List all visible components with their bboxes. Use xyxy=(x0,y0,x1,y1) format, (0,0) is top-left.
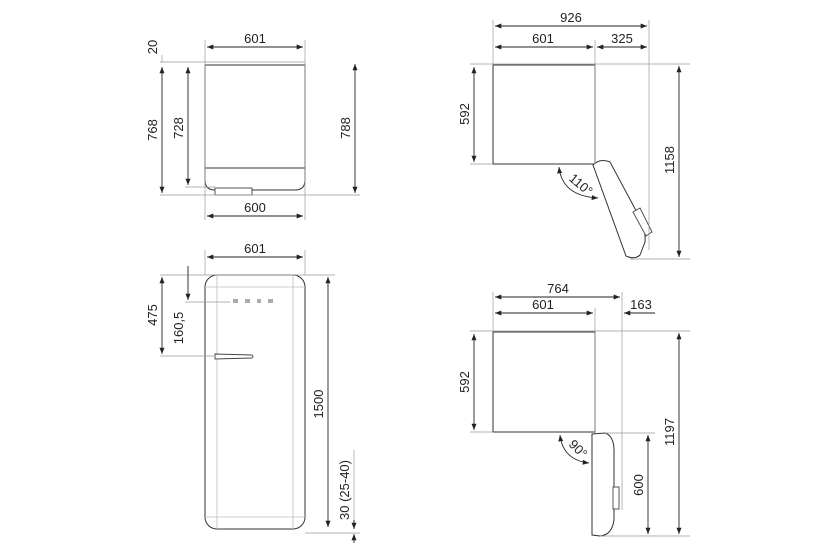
top-view-open-110: 926 601 325 592 1158 110° xyxy=(457,10,690,260)
dim-601-front: 601 xyxy=(244,241,266,256)
top-view-open-90: 764 601 163 592 1197 600 90° xyxy=(457,281,690,537)
dim-600-door: 600 xyxy=(631,474,646,496)
dim-592-90: 592 xyxy=(457,371,472,393)
dim-601-110: 601 xyxy=(532,31,554,46)
dim-1500: 1500 xyxy=(311,390,326,419)
handle-90 xyxy=(612,486,620,510)
fridge-body-90 xyxy=(492,331,596,433)
angle-110: 110° xyxy=(566,170,596,198)
door-handle xyxy=(214,353,254,360)
dim-325: 325 xyxy=(611,31,633,46)
dim-592-110: 592 xyxy=(457,103,472,125)
door-top xyxy=(204,167,306,191)
top-view-closed: 601 20 768 728 788 600 xyxy=(145,31,360,220)
dim-600-bottom: 600 xyxy=(244,200,266,215)
dim-1158: 1158 xyxy=(662,146,677,174)
handle-110 xyxy=(632,207,653,237)
dim-926: 926 xyxy=(560,10,582,25)
dim-475: 475 xyxy=(145,304,160,326)
dim-20: 20 xyxy=(145,40,160,54)
dim-764: 764 xyxy=(547,281,569,296)
fridge-front xyxy=(204,274,306,530)
handle-top xyxy=(214,187,253,196)
angle-90: 90° xyxy=(566,437,591,462)
dim-1197: 1197 xyxy=(662,418,677,446)
dim-163: 163 xyxy=(630,297,652,312)
dim-601-top: 601 xyxy=(244,31,266,46)
open-door-90 xyxy=(591,432,615,537)
front-view: 601 475 160,5 1500 30 (25-40) xyxy=(145,241,360,543)
dim-728: 728 xyxy=(171,117,186,139)
smeg-logo xyxy=(233,299,273,303)
angle-arc-110 xyxy=(557,166,599,201)
dim-788: 788 xyxy=(338,117,353,139)
dim-160-5: 160,5 xyxy=(171,312,186,345)
angle-arc-90 xyxy=(558,434,590,465)
dim-768: 768 xyxy=(145,119,160,141)
fridge-body-110 xyxy=(492,64,596,165)
dim-601-90: 601 xyxy=(532,297,554,312)
dim-feet: 30 (25-40) xyxy=(337,460,352,520)
fridge-body-top xyxy=(204,64,306,169)
